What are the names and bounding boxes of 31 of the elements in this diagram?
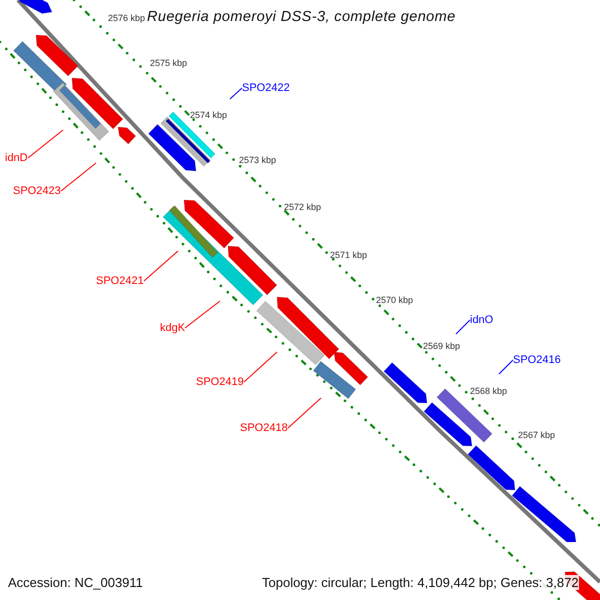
leader-line [456, 320, 470, 334]
genome-title: Ruegeria pomeroyi DSS-3, complete genome [147, 9, 456, 25]
leader-line [498, 360, 514, 374]
gene-label: SPO2419 [196, 376, 244, 388]
scale-tick-label: 2569 kbp [423, 341, 460, 351]
leader-line [28, 130, 64, 158]
gene-label: SPO2421 [96, 275, 144, 287]
gene-label: kdgK [160, 322, 186, 334]
leader-line [184, 300, 220, 328]
leader-line [288, 398, 322, 428]
scale-tick-label: 2574 kbp [190, 110, 228, 120]
gene-label: SPO2416 [513, 354, 561, 366]
accession-text: Accession: NC_003911 [8, 575, 143, 590]
scale-tick-label: 2568 kbp [470, 386, 508, 396]
gene-label: SPO2422 [242, 82, 290, 94]
scale-tick-label: 2572 kbp [284, 202, 322, 212]
gene-label: idnD [5, 152, 28, 164]
scale-tick-label: 2576 kbp [108, 13, 146, 23]
genome-summary-text: Topology: circular; Length: 4,109,442 bp; Genes: 3,872 [262, 575, 579, 590]
scale-tick-label: 2575 kbp [150, 58, 188, 68]
gene-label: SPO2423 [13, 185, 61, 197]
scale-tick-label: 2573 kbp [239, 155, 276, 165]
scale-tick-label: 2570 kbp [376, 295, 414, 305]
leader-line [230, 88, 242, 100]
gene-label: idnO [470, 314, 494, 326]
leader-line [244, 352, 278, 382]
scale-tick-label: 2571 kbp [330, 250, 368, 260]
gene-label: SPO2418 [240, 422, 288, 434]
leader-line [144, 250, 178, 282]
scale-tick-label: 2567 kbp [518, 430, 556, 440]
leader-line [60, 162, 96, 192]
